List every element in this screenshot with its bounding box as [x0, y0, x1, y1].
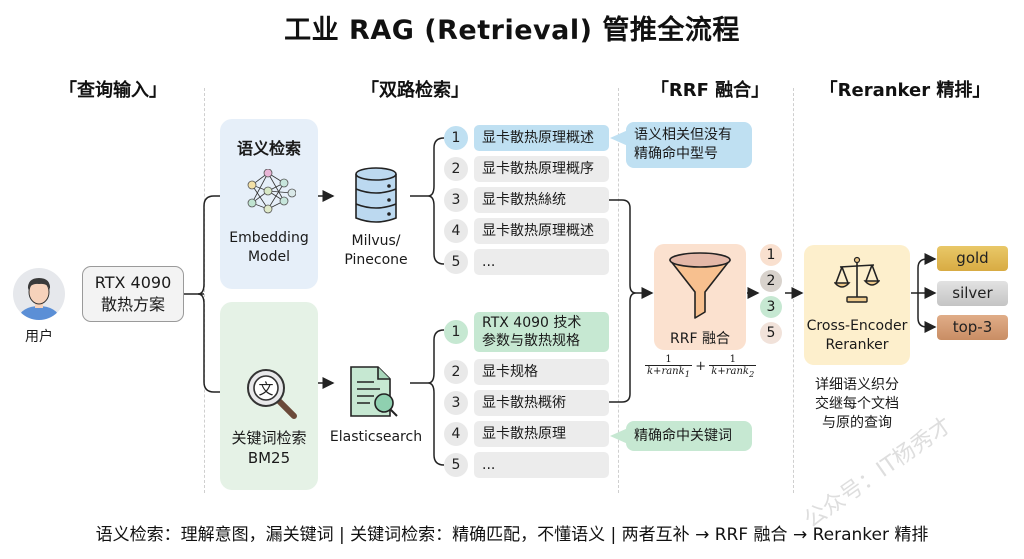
stage-header-rrf-fusion: 「RRF 融合」	[650, 80, 770, 101]
tier-silver: silver	[937, 281, 1008, 306]
rank-badge: 2	[444, 360, 468, 384]
diagram-title: 工业 RAG (Retrieval) 管推全流程	[284, 15, 740, 46]
rank-badge: 3	[444, 391, 468, 415]
bm25-line-1: 关键词检索	[231, 429, 307, 447]
rrf-fusion-label: RRF 融合	[670, 331, 730, 347]
user-label: 用户	[25, 329, 53, 345]
result-text: 显卡散热原理概述	[474, 218, 609, 244]
footer-summary: 语义检索：理解意图，漏关键词 | 关键词检索：精确匹配，不懂语义 | 两者互补 …	[95, 525, 929, 545]
embedding-model-label: Embedding Model	[220, 229, 318, 267]
formula-term-1: 1 k+rank1	[645, 354, 692, 379]
bm25-label: 关键词检索 BM25	[220, 428, 318, 468]
formula-term-1-den-text: k+rank	[647, 366, 685, 377]
result-text: 显卡散热原理概序	[474, 156, 609, 182]
rank-badge: 1	[444, 320, 468, 344]
neural-network-icon	[244, 168, 297, 223]
rank-badge: 5	[444, 453, 468, 477]
rank-badge: 4	[444, 422, 468, 446]
embedding-model-line-1: Embedding	[229, 230, 309, 246]
funnel-icon	[667, 250, 733, 328]
keyword-search-icon: 文	[244, 366, 298, 424]
fused-rank-badge: 2	[760, 270, 782, 292]
formula-plus: +	[695, 359, 707, 374]
reranker-label-line-2: Reranker	[825, 337, 889, 353]
result-text: 显卡散热原理概述	[474, 125, 609, 151]
fused-rank-badge: 3	[760, 296, 782, 318]
result-text-line-2: 参数与散热规格	[482, 333, 580, 349]
database-icon	[352, 166, 400, 230]
fused-rank-badge: 1	[760, 244, 782, 266]
result-text: 显卡散热絲统	[474, 187, 609, 213]
formula-term-2-numerator: 1	[709, 354, 757, 366]
query-line-2: 散热方案	[100, 295, 165, 314]
formula-term-2-denominator: k+rank2	[709, 366, 756, 379]
rank-badge: 2	[444, 157, 468, 181]
reranker-label: Cross-Encoder Reranker	[804, 317, 910, 355]
vector-db-line-2: Pinecone	[344, 252, 408, 268]
query-brace	[197, 195, 215, 393]
stage-header-query-input: 「查询输入」	[59, 80, 167, 101]
semantic-callout: 语义相关但没有 精确命中型号	[626, 122, 752, 168]
reranker-label-line-1: Cross-Encoder	[806, 318, 908, 334]
keyword-callout-pointer	[610, 428, 628, 444]
tier-top-3: top-3	[937, 315, 1008, 340]
formula-term-2-sub: 2	[748, 369, 755, 379]
document-search-icon	[348, 364, 400, 424]
semantic-callout-line-1: 语义相关但没有	[634, 127, 732, 143]
result-text: 显卡散热原理	[474, 421, 609, 447]
keyword-results-brace	[427, 329, 445, 466]
vector-db-label: Milvus/ Pinecone	[336, 232, 416, 270]
query-line-1: RTX 4090	[94, 273, 172, 292]
semantic-results-list: 1 显卡散热原理概述 2 显卡散热原理概序 3 显卡散热絲统 4 显卡散热原理概…	[444, 125, 614, 275]
vector-db-line-1: Milvus/	[351, 233, 401, 249]
rank-badge: 4	[444, 219, 468, 243]
user-avatar-icon	[13, 268, 65, 320]
fused-rank-badge: 5	[760, 322, 782, 344]
result-text: ...	[474, 452, 609, 478]
result-text: 显卡散热概術	[474, 390, 609, 416]
formula-term-2: 1 k+rank2	[709, 354, 757, 379]
reranker-description: 详细语义织分 交继每个文档 与原的查询	[804, 376, 910, 433]
reranker-description-line: 详细语义织分	[815, 377, 899, 393]
stage-header-reranker: 「Reranker 精排」	[819, 80, 991, 101]
rrf-formula: 1 k+rank1 + 1 k+rank2	[645, 354, 757, 379]
semantic-retrieval-panel: 语义检索 Embedding Model	[220, 119, 318, 289]
semantic-callout-line-2: 精确命中型号	[634, 146, 718, 162]
rank-badge: 1	[444, 126, 468, 150]
svg-text:文: 文	[258, 380, 273, 398]
scale-icon	[833, 255, 881, 309]
reranker-description-line: 交继每个文档	[815, 396, 899, 412]
elasticsearch-label: Elasticsearch	[329, 429, 423, 445]
stage-divider	[204, 88, 205, 493]
rank-badge: 3	[444, 188, 468, 212]
arrow-to-gold	[917, 253, 937, 293]
tier-gold: gold	[937, 246, 1008, 271]
list-item: 1 RTX 4090 技术 参数与散热规格	[444, 312, 614, 352]
rank-badge: 5	[444, 250, 468, 274]
result-text: ...	[474, 249, 609, 275]
arrow-to-top3	[917, 293, 937, 333]
semantic-results-brace	[427, 137, 445, 265]
formula-term-1-numerator: 1	[645, 354, 692, 366]
query-input-box: RTX 4090 散热方案	[82, 266, 184, 322]
formula-term-2-den-text: k+rank	[711, 366, 749, 377]
keyword-retrieval-panel: 文 关键词检索 BM25	[220, 302, 318, 490]
result-text-line-1: RTX 4090 技术	[482, 315, 582, 331]
formula-term-1-sub: 1	[684, 369, 690, 379]
reranker-description-line: 与原的查询	[822, 415, 892, 431]
semantic-retrieval-title: 语义检索	[236, 139, 301, 158]
formula-term-1-denominator: k+rank1	[645, 366, 692, 379]
stage-header-dual-retrieval: 「双路检索」	[361, 80, 469, 101]
keyword-results-list: 1 RTX 4090 技术 参数与散热规格 2 显卡规格 3 显卡散热概術 4 …	[444, 312, 614, 482]
bm25-line-2: BM25	[247, 449, 291, 467]
semantic-callout-pointer	[610, 130, 628, 146]
embedding-model-line-2: Model	[247, 249, 291, 265]
keyword-callout: 精确命中关键词	[626, 421, 752, 451]
stage-divider	[618, 88, 619, 493]
result-text: 显卡规格	[474, 359, 609, 385]
reranker-box: Cross-Encoder Reranker	[804, 245, 910, 365]
result-text: RTX 4090 技术 参数与散热规格	[474, 312, 609, 352]
